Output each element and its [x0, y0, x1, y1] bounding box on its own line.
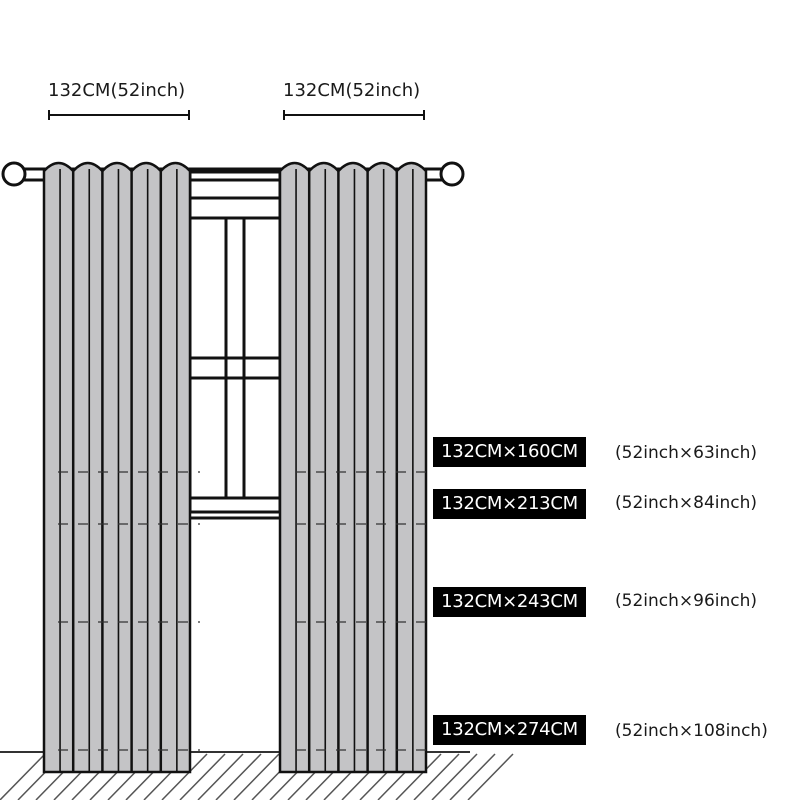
floor-hatch-line	[0, 753, 46, 800]
floor-hatch-line	[431, 753, 478, 800]
window-frame	[188, 170, 282, 520]
floor-hatch-line	[467, 753, 514, 800]
width-label-right: 132CM(52inch)	[283, 80, 421, 101]
width-dimension-line-left	[48, 110, 190, 120]
floor-hatch-line	[197, 753, 244, 800]
size-badge-243: 132CM×243CM	[433, 587, 586, 617]
floor-hatch-line	[215, 753, 262, 800]
size-inch-84: (52inch×84inch)	[615, 493, 758, 513]
size-inch-96: (52inch×96inch)	[615, 591, 758, 611]
floor-hatch-line	[449, 753, 496, 800]
floor-hatch-line	[161, 753, 208, 800]
size-badge-160: 132CM×160CM	[433, 437, 586, 467]
width-label-left: 132CM(52inch)	[48, 80, 186, 101]
length-guides	[58, 471, 436, 751]
floor-hatch-line	[233, 753, 280, 800]
floor-hatch-line	[179, 753, 226, 800]
floor-hatch-line	[395, 753, 442, 800]
floor-hatch-line	[413, 753, 460, 800]
size-badge-213: 132CM×213CM	[433, 489, 586, 519]
curtain-panel-right	[278, 161, 428, 774]
curtain-fabric	[42, 161, 192, 774]
size-badge-274: 132CM×274CM	[433, 715, 586, 745]
curtain-panel-left	[42, 161, 192, 774]
curtain-fabric	[278, 161, 428, 774]
rod-finial-left	[1, 161, 27, 187]
size-inch-108: (52inch×108inch)	[615, 721, 768, 741]
width-dimension-line-right	[283, 110, 425, 120]
rod-finial-right	[439, 161, 465, 187]
size-inch-63: (52inch×63inch)	[615, 443, 758, 463]
